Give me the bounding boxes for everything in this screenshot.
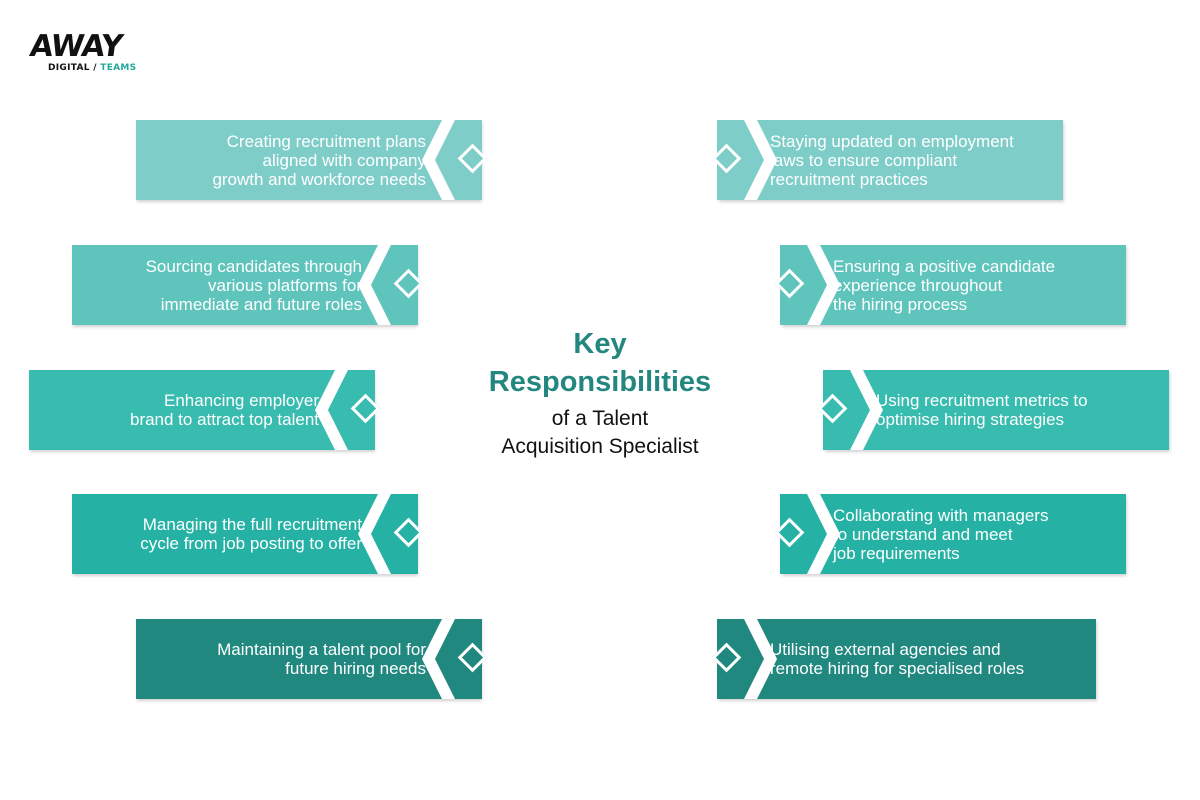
responsibility-card-right-4: Collaborating with managers to understan…: [774, 494, 1126, 574]
responsibility-card-left-4: Managing the full recruitment cycle from…: [72, 494, 424, 574]
subtitle: of a Talent Acquisition Specialist: [450, 405, 750, 461]
notch-decoration: [717, 120, 777, 200]
responsibility-card-right-1: Staying updated on employment laws to en…: [711, 120, 1063, 200]
responsibility-card-left-3: Enhancing employer brand to attract top …: [29, 370, 381, 450]
logo-tagline-separator: /: [89, 63, 101, 73]
brand-logo: AWAY DIGITAL / TEAMS: [27, 29, 160, 80]
responsibility-card-right-3: Using recruitment metrics to optimise hi…: [817, 370, 1169, 450]
responsibility-text: Utilising external agencies and remote h…: [770, 640, 1025, 678]
notch-decoration: [780, 245, 840, 325]
subtitle-line-1: of a Talent: [551, 407, 649, 430]
notch-decoration: [422, 619, 482, 699]
notch-decoration: [780, 494, 840, 574]
title-line-responsibilities: Responsibilities: [488, 366, 712, 398]
responsibility-card-right-5: Utilising external agencies and remote h…: [711, 619, 1096, 699]
logo-tagline-right: TEAMS: [100, 63, 137, 73]
responsibility-text: Collaborating with managers to understan…: [833, 505, 1049, 563]
notch-decoration: [823, 370, 883, 450]
logo-tagline-left: DIGITAL: [48, 63, 90, 73]
responsibility-text: Maintaining a talent pool for future hir…: [217, 640, 426, 678]
responsibility-text: Ensuring a positive candidate experience…: [833, 256, 1056, 314]
logo-tagline: DIGITAL / TEAMS: [48, 63, 136, 73]
logo-wordmark: AWAY: [27, 29, 125, 64]
responsibility-card-left-1: Creating recruitment plans aligned with …: [136, 120, 488, 200]
responsibility-text: Enhancing employer brand to attract top …: [129, 391, 319, 429]
title-line-key: Key: [573, 328, 627, 360]
responsibility-text: Creating recruitment plans aligned with …: [212, 131, 426, 189]
notch-decoration: [717, 619, 777, 699]
responsibility-text: Sourcing candidates through various plat…: [145, 256, 362, 314]
responsibility-text: Managing the full recruitment cycle from…: [140, 515, 362, 553]
responsibility-card-right-2: Ensuring a positive candidate experience…: [774, 245, 1126, 325]
responsibility-text: Using recruitment metrics to optimise hi…: [876, 391, 1088, 429]
responsibility-card-left-5: Maintaining a talent pool for future hir…: [136, 619, 488, 699]
subtitle-line-2: Acquisition Specialist: [501, 435, 699, 458]
responsibility-text: Staying updated on employment laws to en…: [770, 131, 1014, 189]
responsibility-card-left-2: Sourcing candidates through various plat…: [72, 245, 424, 325]
center-title: Key Responsibilities of a Talent Acquisi…: [450, 325, 750, 461]
